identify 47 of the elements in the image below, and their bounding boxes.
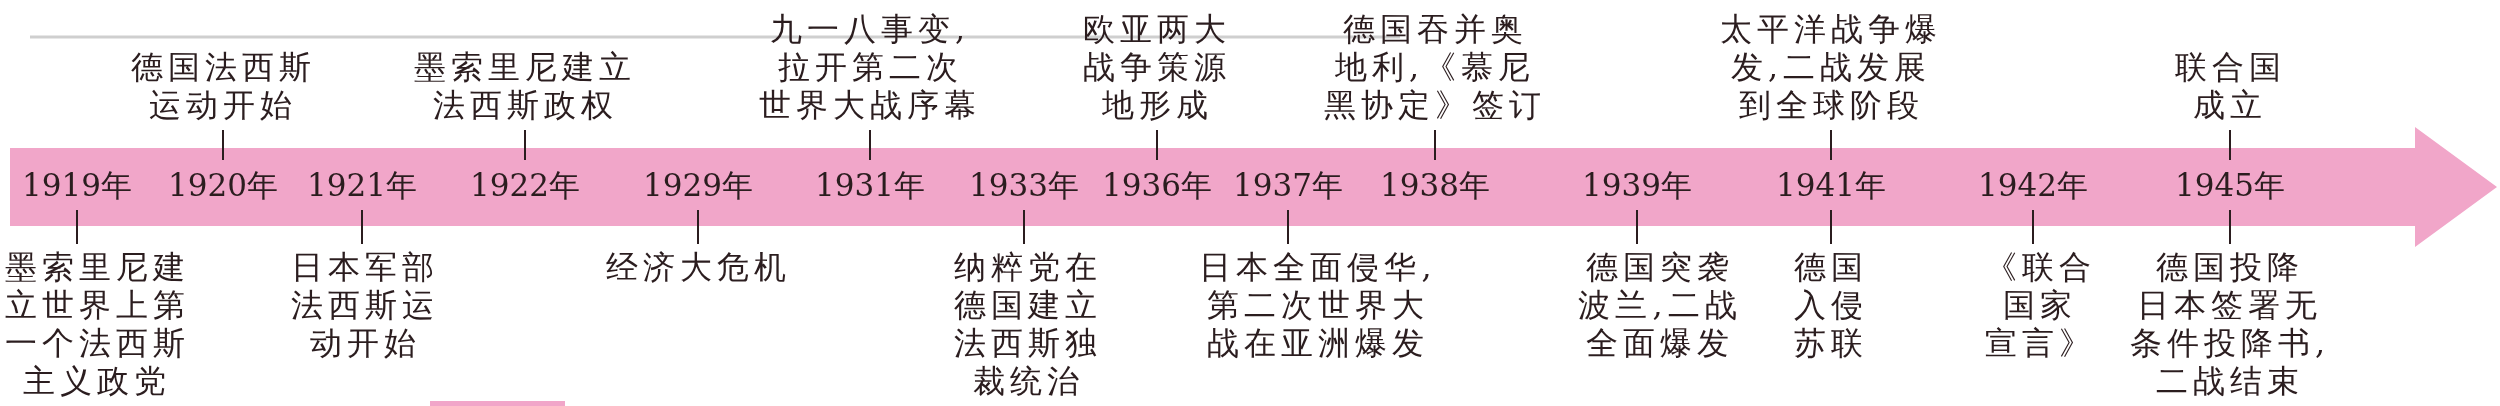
event-label: 德国投降日本签署无条件投降书,二战结束 [2129,244,2331,400]
year-label: 1939年 [1582,160,1692,210]
leader-line [2032,209,2034,245]
leader-line [1636,209,1638,245]
event-label: 德国吞并奥地利,《慕尼黑协定》签订 [1324,10,1546,130]
year-label: 1937年 [1233,160,1343,210]
leader-line [2229,129,2231,161]
year-label: 1931年 [815,160,925,210]
event-label: 德国法西斯运动开始 [130,48,316,130]
year-label: 1938年 [1380,160,1490,210]
leader-line [361,209,363,245]
leader-line [76,209,78,245]
event-label: 太平洋战争爆发,二战发展到全球阶段 [1720,10,1942,130]
year-label: 1922年 [470,160,580,210]
event-label: 《联合国家宣言》 [1984,244,2096,362]
event-label: 日本全面侵华,第二次世界大战在亚洲爆发 [1199,244,1437,362]
event-label: 联合国成立 [2174,48,2286,130]
year-label: 1921年 [307,160,417,210]
year-label: 1919年 [22,160,132,210]
leader-line [2229,209,2231,245]
leader-line [1156,129,1158,161]
leader-line [222,129,224,161]
year-label: 1942年 [1978,160,2088,210]
leader-line [697,209,699,245]
event-label: 纳粹党在德国建立法西斯独裁统治 [954,244,1102,400]
leader-line [1023,209,1025,245]
leader-line [1287,209,1289,245]
year-label: 1933年 [969,160,1079,210]
year-label: 1941年 [1776,160,1886,210]
event-label: 九一八事变,拉开第二次世界大战序幕 [759,10,981,130]
year-label: 1936年 [1102,160,1212,210]
leader-line [1830,209,1832,245]
event-label: 日本军部法西斯运动开始 [291,244,439,362]
event-label: 墨索里尼建立法西斯政权 [414,48,636,130]
event-label: 经济大危机 [605,244,791,286]
event-label: 德国入侵苏联 [1794,244,1868,362]
leader-line [869,129,871,161]
leader-line [1830,129,1832,161]
event-label: 德国突袭波兰,二战全面爆发 [1578,244,1742,362]
timeline-arrow [10,127,2498,248]
leader-line [1434,129,1436,161]
leader-line [524,129,526,161]
event-label: 欧亚两大战争策源地形成 [1083,10,1231,130]
year-label: 1920年 [168,160,278,210]
year-label: 1929年 [643,160,753,210]
event-label: 墨索里尼建立世界上第一个法西斯主义政党 [4,244,190,400]
year-label: 1945年 [2175,160,2285,210]
